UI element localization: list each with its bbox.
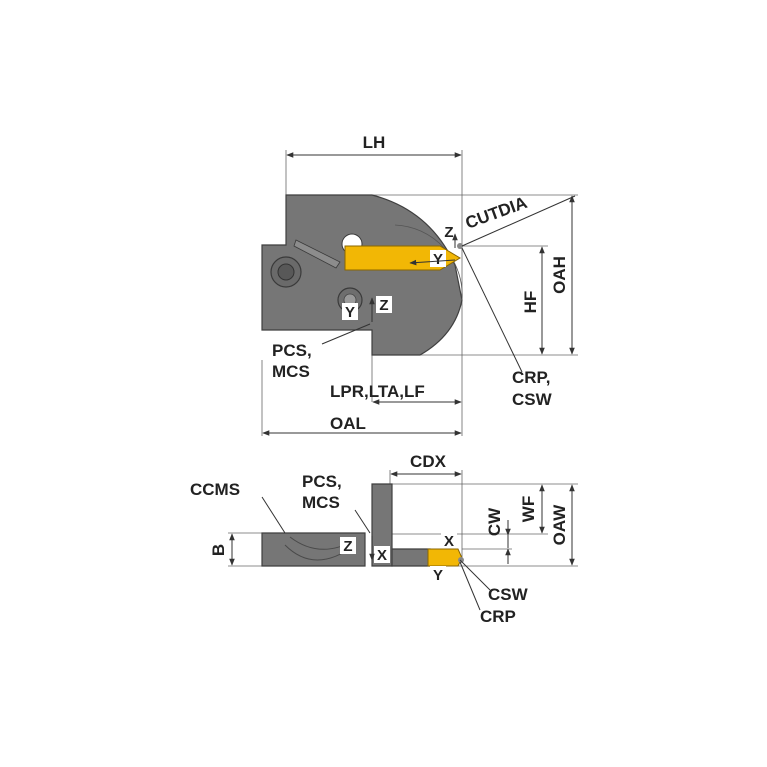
pcs-mcs-bottom-leader: [354, 509, 371, 534]
bottom-insert-y-axis: Y: [433, 567, 443, 584]
insert-bottom: [427, 548, 463, 567]
crp-csw-label-2: CSW: [512, 390, 553, 409]
oal-label: OAL: [330, 414, 366, 433]
cw-label: CW: [485, 507, 504, 536]
top-view: LH CUTDIA OAH HF Z Y Y Z PCS, MCS CRP, C…: [261, 133, 578, 436]
bottom-body-z-axis: Z: [343, 538, 352, 555]
lh-label: LH: [363, 133, 386, 152]
csw-leader: [459, 559, 491, 591]
top-body-z-box: [376, 296, 392, 313]
bottom-body-x-axis: X: [377, 547, 387, 564]
bottom-insert-x-box: [441, 532, 457, 548]
top-insert-y-box: [430, 250, 446, 267]
clamp-screw-inner: [277, 263, 295, 281]
crp-csw-label-1: CRP,: [512, 368, 550, 387]
csw-label: CSW: [488, 585, 529, 604]
bottom-body-z-box: [340, 537, 356, 554]
top-insert-z-axis: Z: [444, 224, 453, 241]
crp-leader: [459, 561, 481, 611]
hf-label: HF: [521, 291, 540, 314]
lpr-lta-lf-label: LPR,LTA,LF: [330, 382, 425, 401]
bottom-body-x-box: [374, 546, 390, 563]
pcs-mcs-top-label-2: MCS: [272, 362, 310, 381]
crp-csw-leader: [461, 247, 523, 373]
top-insert-y-arrow: [409, 259, 456, 266]
bottom-insert-y-box: [430, 566, 446, 583]
top-insert-y-axis: Y: [433, 251, 443, 268]
b-label: B: [209, 544, 228, 556]
top-body-y-box: [342, 303, 358, 320]
bottom-view: CDX CCMS PCS, MCS Z X X Y B CW WF OAW: [190, 452, 578, 626]
insert-bottom-tip: [458, 557, 464, 563]
crp-label: CRP: [480, 607, 516, 626]
oah-label: OAH: [550, 256, 569, 294]
insert-tip-point: [457, 243, 463, 249]
pcs-mcs-bottom-label-2: MCS: [302, 493, 340, 512]
wf-label: WF: [519, 496, 538, 522]
bottom-insert-x-axis: X: [444, 533, 454, 550]
pcs-mcs-bottom-label-1: PCS,: [302, 472, 342, 491]
shank-body: [261, 532, 366, 567]
top-body-y-axis: Y: [345, 304, 355, 321]
ccms-leader: [261, 496, 286, 534]
oaw-label: OAW: [550, 504, 569, 546]
pcs-mcs-top-leader: [321, 323, 371, 345]
cdx-label: CDX: [410, 452, 447, 471]
cutdia-leader: [461, 195, 576, 247]
cutdia-label: CUTDIA: [463, 193, 530, 233]
ccms-label: CCMS: [190, 480, 240, 499]
tool-holder-body: [261, 194, 463, 356]
blade-foot: [391, 548, 431, 567]
top-body-z-axis: Z: [379, 297, 388, 314]
pcs-mcs-top-label-1: PCS,: [272, 341, 312, 360]
clamp-slot: [293, 239, 341, 269]
